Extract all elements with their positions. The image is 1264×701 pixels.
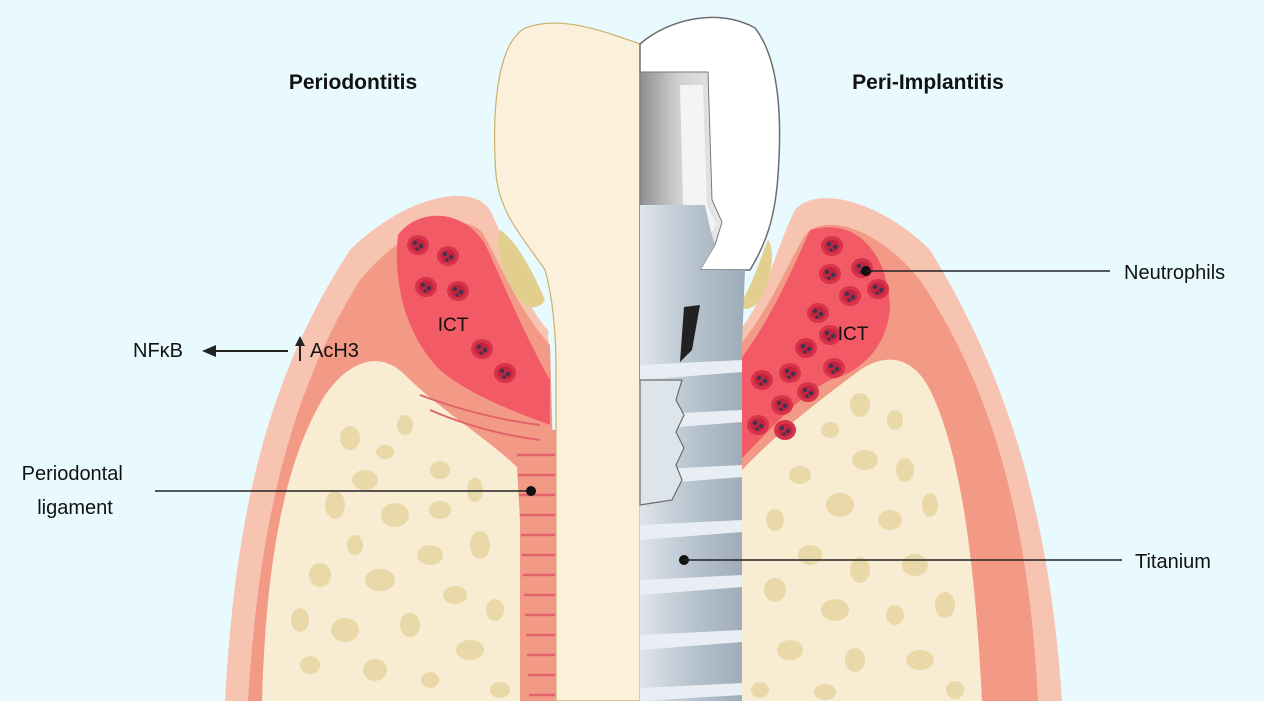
ach3-label: AcH3 [310, 340, 359, 362]
titanium-implant [640, 205, 745, 701]
periodontal-ligament-label: Periodontal ligament [22, 463, 129, 519]
nfkb-label: NFκB [133, 340, 183, 362]
periodontal-ligament-line2: ligament [37, 497, 113, 519]
left-arrow-icon [202, 345, 288, 357]
peri-implantitis-side [730, 198, 1062, 701]
titanium-label: Titanium [1135, 551, 1211, 573]
ict-label-left: ICT [438, 315, 469, 336]
periodontitis-side [225, 196, 560, 701]
title-periodontitis: Periodontitis [289, 71, 417, 94]
ict-label-right: ICT [838, 324, 869, 345]
periodontal-ligament-line1: Periodontal [22, 463, 123, 485]
title-peri-implantitis: Peri-Implantitis [852, 71, 1004, 94]
neutrophils-label: Neutrophils [1124, 262, 1225, 284]
